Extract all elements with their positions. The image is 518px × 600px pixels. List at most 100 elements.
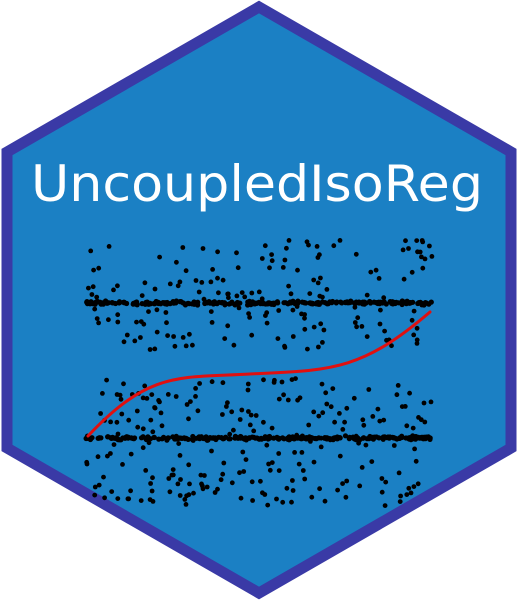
scatter-point — [408, 490, 414, 496]
scatter-point — [115, 319, 121, 325]
scatter-point — [399, 404, 405, 409]
scatter-point — [286, 283, 291, 289]
scatter-point — [176, 441, 182, 446]
scatter-point — [269, 252, 274, 257]
scatter-point — [212, 490, 218, 495]
scatter-point — [113, 435, 119, 441]
scatter-point — [215, 249, 221, 255]
scatter-point — [170, 434, 176, 440]
scatter-point — [266, 461, 271, 467]
scatter-point — [290, 334, 296, 339]
scatter-point — [94, 316, 100, 321]
scatter-point — [246, 409, 251, 414]
scatter-point — [281, 392, 286, 398]
scatter-point — [130, 300, 137, 306]
scatter-point — [401, 276, 407, 282]
scatter-point — [313, 436, 319, 442]
scatter-point — [332, 419, 337, 425]
scatter-point — [359, 324, 365, 329]
scatter-point — [219, 300, 225, 306]
scatter-point — [199, 280, 205, 285]
scatter-point — [344, 405, 350, 411]
scatter-point — [155, 299, 161, 305]
scatter-point — [375, 406, 381, 412]
scatter-point — [173, 300, 179, 306]
scatter-point — [187, 331, 192, 337]
scatter-point — [142, 301, 147, 307]
scatter-point — [315, 280, 321, 286]
scatter-point — [316, 413, 322, 419]
scatter-point — [367, 299, 373, 305]
scatter-point — [150, 499, 156, 504]
scatter-point — [225, 400, 230, 406]
scatter-point — [196, 289, 202, 295]
scatter-point — [111, 442, 117, 447]
scatter-point — [323, 390, 329, 396]
scatter-point — [355, 315, 361, 321]
scatter-point — [109, 300, 115, 306]
scatter-points — [83, 238, 435, 508]
scatter-point — [211, 435, 217, 441]
scatter-point — [342, 419, 347, 425]
scatter-point — [311, 409, 317, 415]
scatter-point — [183, 268, 189, 274]
scatter-point — [369, 459, 375, 464]
scatter-point — [311, 277, 317, 283]
scatter-point — [377, 321, 383, 327]
scatter-point — [159, 436, 165, 442]
scatter-point — [234, 250, 239, 256]
scatter-point — [262, 435, 268, 441]
scatter-point — [319, 299, 326, 305]
scatter-point — [209, 448, 214, 454]
scatter-point — [256, 436, 262, 442]
scatter-point — [167, 489, 173, 495]
scatter-point — [337, 435, 343, 441]
scatter-point — [191, 490, 196, 496]
scatter-point — [152, 286, 158, 292]
scatter-point — [86, 285, 91, 291]
scatter-point — [296, 461, 302, 467]
scatter-point — [352, 304, 358, 310]
scatter-point — [307, 291, 313, 296]
scatter-point — [386, 435, 392, 441]
scatter-point — [197, 381, 203, 386]
scatter-point — [128, 488, 134, 494]
scatter-point — [284, 245, 289, 251]
scatter-point — [409, 269, 415, 275]
scatter-point — [349, 299, 355, 305]
scatter-point — [108, 419, 113, 425]
scatter-point — [383, 479, 389, 485]
scatter-point — [309, 494, 315, 500]
scatter-point — [382, 503, 388, 508]
scatter-point — [318, 444, 324, 450]
scatter-point — [102, 495, 107, 501]
scatter-point — [121, 339, 127, 345]
scatter-point — [165, 392, 171, 397]
scatter-point — [249, 332, 255, 338]
scatter-point — [342, 433, 349, 439]
scatter-point — [227, 436, 233, 442]
scatter-point — [360, 417, 366, 423]
scatter-point — [276, 468, 282, 473]
scatter-point — [246, 435, 252, 441]
scatter-point — [95, 454, 101, 460]
scatter-point — [391, 443, 397, 448]
scatter-point — [415, 481, 421, 487]
scatter-point — [406, 246, 411, 251]
scatter-point — [158, 410, 164, 416]
scatter-point — [396, 436, 402, 441]
scatter-point — [135, 424, 141, 430]
scatter-point — [299, 450, 305, 455]
scatter-point — [324, 401, 330, 407]
scatter-point — [156, 398, 162, 403]
scatter-point — [361, 422, 367, 428]
scatter-point — [173, 394, 179, 399]
scatter-point — [164, 437, 170, 443]
scatter-point — [286, 238, 292, 243]
scatter-point — [300, 468, 306, 473]
scatter-point — [325, 301, 331, 307]
scatter-point — [118, 437, 124, 443]
scatter-point — [237, 470, 242, 476]
scatter-point — [163, 310, 169, 315]
scatter-point — [413, 458, 419, 464]
